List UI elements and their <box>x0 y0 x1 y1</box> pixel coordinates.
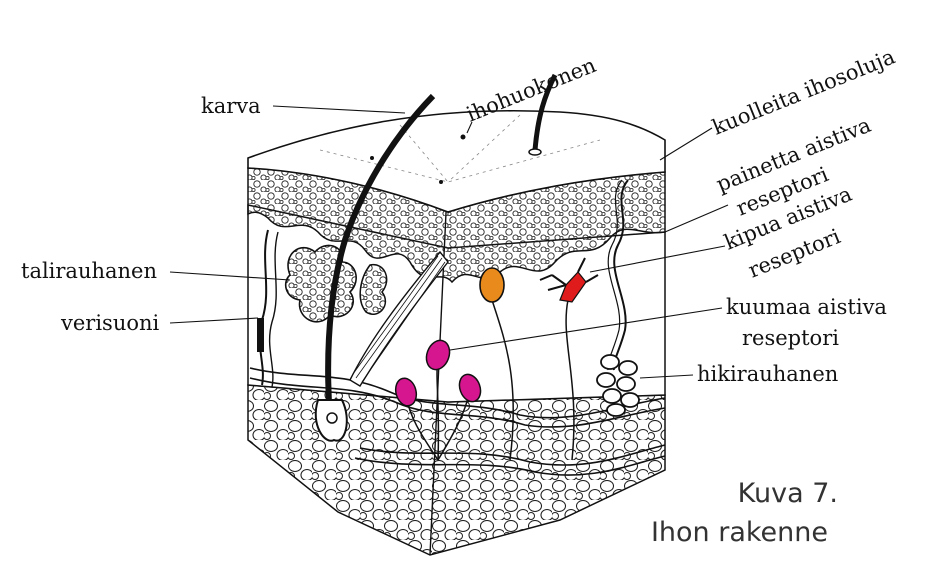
caption-title: Ihon rakenne <box>651 517 828 548</box>
label-karva: karva <box>201 94 261 118</box>
pore-icon <box>461 135 466 140</box>
label-verisuoni: verisuoni <box>60 311 160 335</box>
label-kuumaa-aistiva: kuumaa aistiva <box>726 295 887 319</box>
label-talirauhanen: talirauhanen <box>21 259 157 283</box>
label-hikirauhanen: hikirauhanen <box>697 362 838 386</box>
caption-figure-number: Kuva 7. <box>738 478 838 509</box>
label-kuumaa-reseptori: reseptori <box>742 326 839 350</box>
